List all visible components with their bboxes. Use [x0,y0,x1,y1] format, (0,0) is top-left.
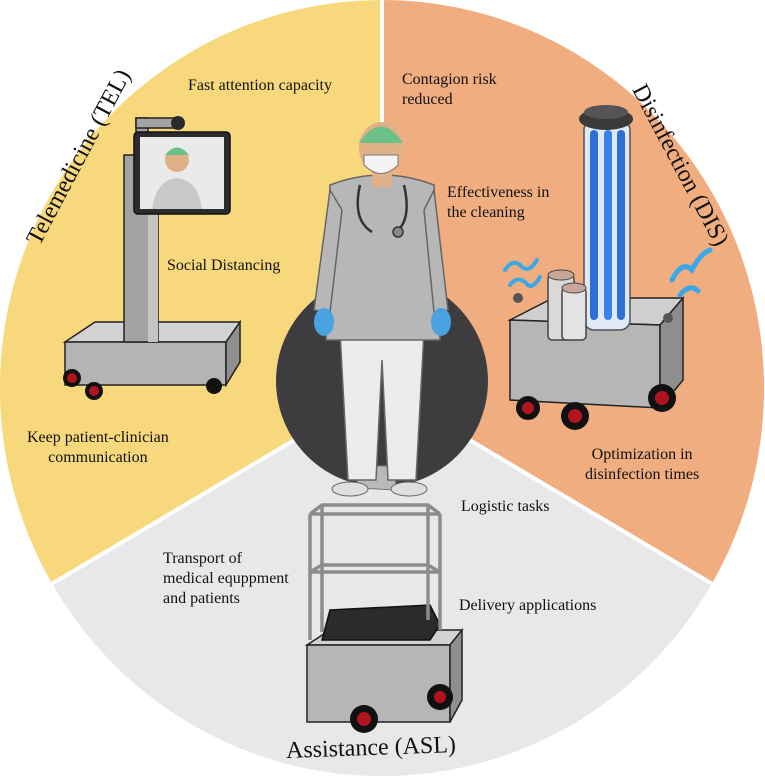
label-logistic-tasks: Logistic tasks [461,498,550,515]
label-contagion-risk: Contagion risk reduced [402,71,497,108]
label-transport: Transport of medical equppment and patie… [163,550,289,607]
sector-telemedicine [0,0,382,584]
sector-assistance [52,388,712,776]
label-delivery-applications: Delivery applications [459,597,597,614]
assistance-robot-icon [304,503,464,733]
label-fast-attention: Fast attention capacity [188,77,332,94]
telepresence-robot-icon [62,116,242,400]
label-social-distancing: Social Distancing [167,257,281,274]
label-effectiveness: Effectiveness in the cleaning [447,184,550,221]
disinfection-robot-icon [503,105,713,430]
label-optimization: Optimization in disinfection times [585,446,700,483]
clinician-icon [313,122,451,497]
label-keep-communication: Keep patient-clinician communication [27,429,169,466]
